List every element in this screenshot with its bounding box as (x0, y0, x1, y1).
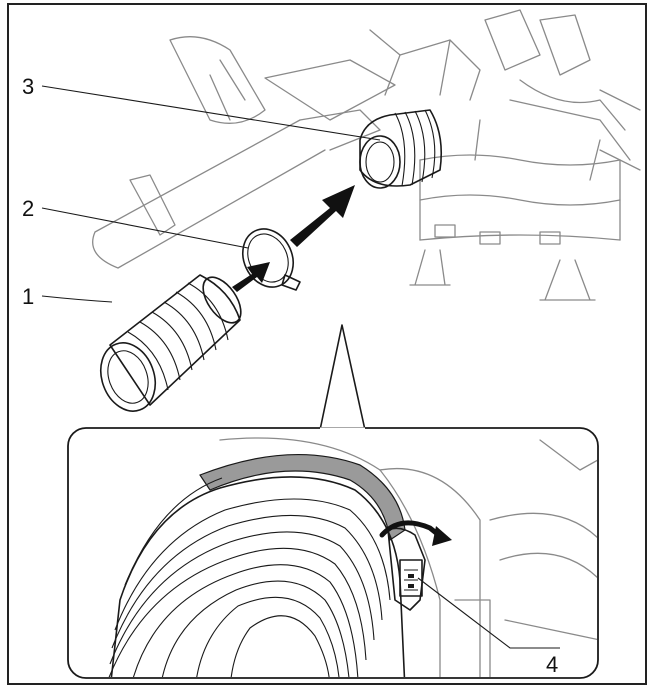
leader-1 (41, 295, 113, 303)
clamp-2 (242, 228, 301, 291)
callout-1: 1 (22, 284, 34, 309)
arrow-clamp-to-connector (290, 185, 355, 247)
leader-lines (41, 85, 381, 303)
hose-1 (99, 274, 242, 412)
assembly-arrows (232, 185, 355, 292)
arrow-hose-to-clamp (232, 262, 270, 292)
callout-labels: 3 2 1 (22, 74, 34, 309)
leader-2 (41, 207, 249, 249)
background-machine (92, 9, 641, 301)
zoom-pointer (319, 324, 366, 431)
connector-3 (359, 109, 443, 189)
callout-4: 4 (546, 652, 558, 677)
callout-2: 2 (22, 196, 34, 221)
figure-frame (7, 3, 647, 685)
rotation-arrow (379, 520, 443, 539)
connector-band (199, 454, 406, 542)
callout-3: 3 (22, 74, 34, 99)
leader-4 (417, 577, 560, 649)
leader-3 (41, 85, 381, 141)
detail-inset: 4 (67, 427, 599, 679)
